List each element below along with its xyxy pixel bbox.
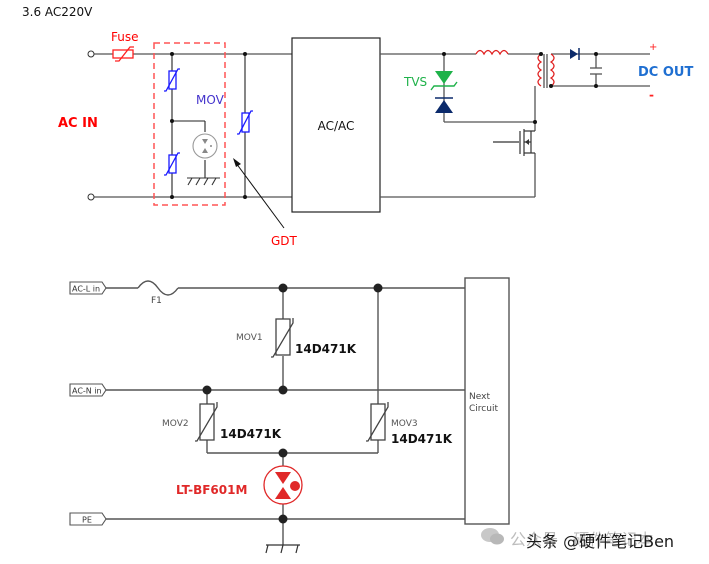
- gdt-part-label: LT-BF601M: [176, 483, 247, 497]
- inductor-icon: [475, 49, 509, 56]
- mov3-ref-label: MOV3: [391, 419, 418, 429]
- fuse-f1-label: F1: [151, 296, 162, 306]
- mov3-value-label: 14D471K: [391, 432, 453, 446]
- mov1-ref-label: MOV1: [236, 333, 263, 343]
- mov2-value-label: 14D471K: [220, 427, 282, 441]
- converter-label: AC/AC: [318, 119, 355, 133]
- mov-upper-icon: [164, 68, 180, 92]
- ac-in-terminal-bottom: [87, 193, 95, 201]
- port-ac-l: AC-L in: [69, 281, 107, 295]
- output-capacitor-icon: [590, 67, 602, 75]
- port-ac-l-label: AC-L in: [72, 285, 100, 294]
- tvs-diode-icon: [430, 71, 458, 113]
- protection-group-box: [153, 42, 226, 206]
- port-ac-n: AC-N in: [69, 383, 107, 397]
- fuse-symbol: [112, 46, 134, 62]
- mov3-icon: [366, 402, 389, 442]
- top-input-wires: [94, 53, 292, 198]
- fuse-label: Fuse: [111, 30, 139, 44]
- tvs-label: TVS: [403, 75, 427, 89]
- mov1-value-label: 14D471K: [295, 342, 357, 356]
- top-junction-dots: [170, 52, 247, 199]
- ac-in-label: AC IN: [58, 116, 98, 131]
- mov2-ref-label: MOV2: [162, 419, 189, 429]
- output-diode-icon: [570, 48, 580, 60]
- port-ac-n-label: AC-N in: [72, 387, 102, 396]
- ground-icon-bottom: [265, 544, 300, 554]
- mov-lower-icon: [164, 152, 180, 176]
- next-circuit-label-line1: Next: [469, 392, 490, 402]
- gdt-small-icon: [192, 133, 218, 159]
- gdt-lt-bf601m-icon: [263, 465, 303, 505]
- mosfet-arrow-icon: [525, 139, 529, 145]
- dc-out-plus-label: +: [649, 42, 657, 53]
- wechat-icon: [481, 528, 504, 545]
- next-circuit-label-line2: Circuit: [469, 404, 498, 414]
- mov-shunt-icon: [237, 110, 253, 135]
- mov-label: MOV: [196, 93, 225, 107]
- mov1-icon: [271, 318, 294, 358]
- transformer-icon: [537, 53, 555, 88]
- section-heading: 3.6 AC220V: [22, 5, 93, 19]
- next-circuit-block: [464, 277, 510, 525]
- output-junction-dots: [442, 52, 598, 124]
- mosfet-icon: [493, 129, 535, 156]
- top-output-wires: [380, 53, 650, 198]
- bottom-junction-dots: [202, 283, 383, 524]
- port-pe-label: PE: [82, 516, 92, 525]
- mov2-icon: [195, 402, 218, 442]
- dc-out-label: DC OUT: [638, 65, 693, 80]
- port-pe: PE: [69, 512, 107, 526]
- gdt-label: GDT: [271, 234, 298, 248]
- ac-in-terminal-top: [87, 50, 95, 58]
- ground-icon-top: [187, 177, 220, 186]
- gdt-pointer-arrow: [233, 158, 285, 229]
- ac-ac-converter-block: [291, 37, 381, 213]
- watermark-ghost-text: 公众号 · 硬件笔记本: [510, 530, 654, 549]
- mov-branch-wires: [171, 54, 206, 197]
- dc-out-minus-label: -: [649, 88, 654, 102]
- watermark-front-text: 头条 @硬件笔记Ben: [526, 532, 675, 551]
